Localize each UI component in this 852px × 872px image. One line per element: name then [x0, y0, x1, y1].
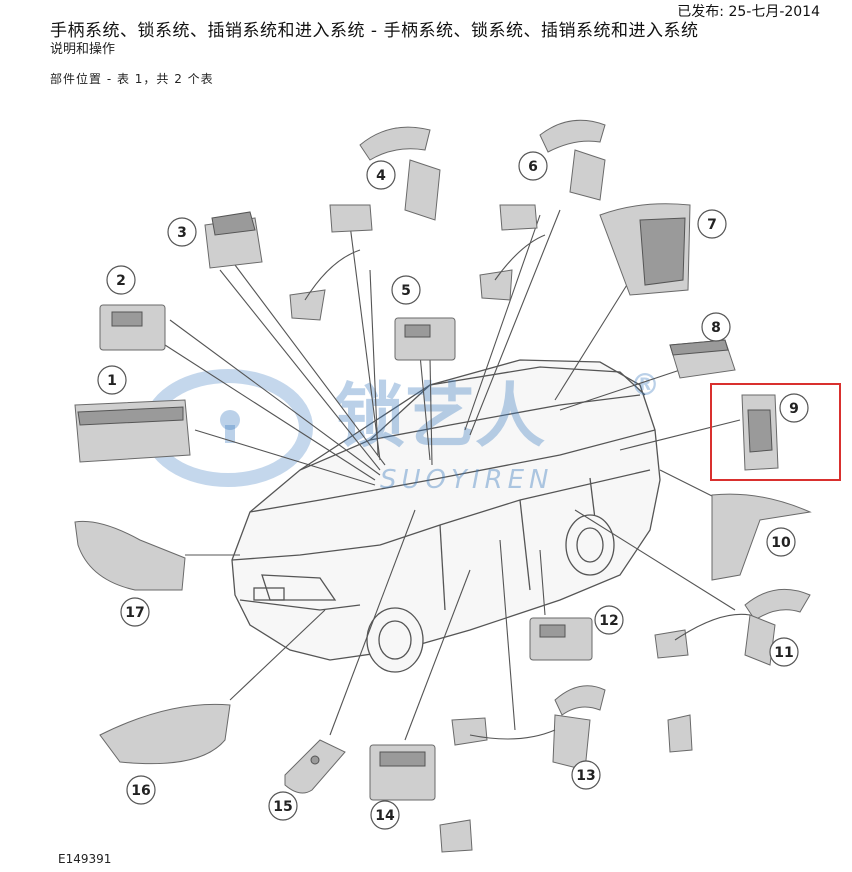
leader-lines [164, 209, 741, 741]
module-8-component [669, 339, 736, 379]
callout-14: 14 [370, 800, 400, 830]
svg-text:7: 7 [707, 217, 717, 233]
svg-text:12: 12 [599, 613, 618, 629]
control-module-5-component [394, 317, 456, 361]
callout-6: 6 [518, 151, 548, 181]
watermark: 锁艺人 ® SUOYIREN [143, 368, 660, 495]
instrument-cluster-component [74, 399, 191, 463]
svg-text:5: 5 [401, 283, 411, 299]
callout-5: 5 [391, 275, 421, 305]
svg-text:14: 14 [375, 808, 395, 824]
callout-13: 13 [571, 760, 601, 790]
smart-key-fob-component [284, 739, 346, 794]
published-date: 已发布: 25-七月-2014 [677, 4, 820, 20]
page-subtitle: 说明和操作 [50, 42, 116, 57]
callout-11: 11 [769, 637, 799, 667]
callout-12: 12 [594, 605, 624, 635]
svg-text:10: 10 [771, 535, 791, 551]
headlamp-16-component [99, 703, 231, 765]
callout-17: 17 [120, 597, 150, 627]
svg-text:16: 16 [131, 783, 150, 799]
rear-latch-11-component [654, 588, 811, 753]
callout-16: 16 [126, 775, 156, 805]
tailgate-module-7-component [599, 203, 691, 296]
svg-text:11: 11 [774, 645, 793, 661]
control-module-2-component [99, 304, 166, 351]
highlight-box [710, 383, 841, 481]
svg-text:3: 3 [177, 225, 187, 241]
front-door-latch-handle-component [289, 126, 441, 321]
callout-15: 15 [268, 791, 298, 821]
callout-10: 10 [766, 527, 796, 557]
svg-text:17: 17 [125, 605, 144, 621]
svg-text:2: 2 [116, 273, 126, 289]
svg-text:4: 4 [376, 168, 386, 184]
svg-text:6: 6 [528, 159, 538, 175]
control-module-14-component [369, 744, 436, 801]
svg-text:8: 8 [711, 320, 721, 336]
callout-3: 3 [167, 217, 197, 247]
module-9-component [741, 394, 779, 471]
watermark-sub: SUOYIREN [380, 465, 554, 495]
vehicle-illustration [231, 359, 661, 673]
section-label: 部件位置 - 表 1，共 2 个表 [50, 72, 214, 86]
headlamp-17-component [74, 520, 186, 591]
figure-id: E149391 [58, 852, 112, 866]
svg-text:1: 1 [107, 373, 117, 389]
callout-1: 1 [97, 365, 127, 395]
callout-9: 9 [779, 393, 809, 423]
callout-7: 7 [697, 209, 727, 239]
page-title: 手柄系统、锁系统、插销系统和进入系统 - 手柄系统、锁系统、插销系统和进入系统 [50, 21, 699, 41]
callout-8: 8 [701, 312, 731, 342]
svg-text:13: 13 [576, 768, 595, 784]
rear-door-latch-handle-component [479, 119, 606, 301]
svg-text:15: 15 [273, 799, 292, 815]
tail-lamp-10-component [711, 493, 812, 581]
svg-text:9: 9 [789, 401, 799, 417]
callout-4: 4 [366, 160, 396, 190]
switch-pack-component [204, 211, 263, 269]
control-module-12-component [529, 617, 593, 661]
rear-latch-13-component [439, 685, 606, 853]
callout-2: 2 [106, 265, 136, 295]
watermark-text: 锁艺人 [335, 375, 545, 457]
